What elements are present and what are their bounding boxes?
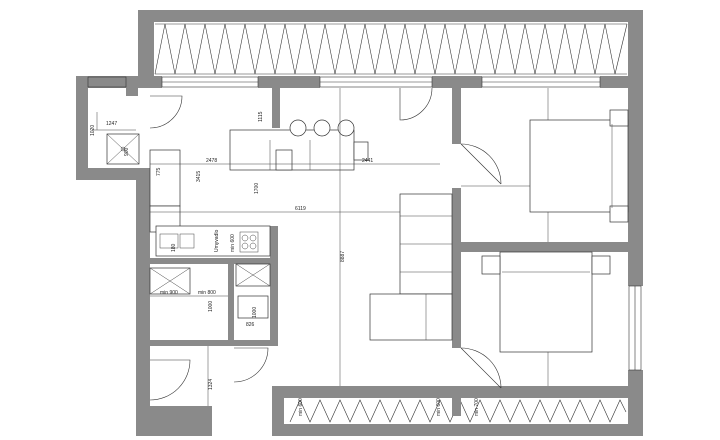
dim-table-span: 2441 <box>362 158 373 164</box>
dim-min-600-c: min 600 <box>436 398 442 416</box>
windows <box>87 76 642 371</box>
dim-min-800: min 800 <box>198 290 216 296</box>
exterior-walls <box>76 76 643 436</box>
dim-island-offset: 1115 <box>258 111 264 122</box>
balcony-bottom-labels: min 600 min 600 min 700 <box>298 398 480 416</box>
dim-kitchen-depth: 3415 <box>196 171 202 182</box>
dim-1000: 1000 <box>208 301 214 312</box>
dim-1324: 1324 <box>208 379 214 390</box>
dim-min-700: min 700 <box>474 398 480 416</box>
dim-min-600-b: min 600 <box>298 398 304 416</box>
label-sink: Umyvadlo <box>214 230 220 252</box>
living-room <box>369 193 453 341</box>
dim-826: 826 <box>246 322 255 328</box>
bedroom-2 <box>481 251 611 353</box>
dim-shower: 900 <box>124 147 130 156</box>
dim-1000b: 1000 <box>252 307 258 318</box>
bathroom: 1247 1020 900 <box>90 112 140 165</box>
bedroom-1 <box>529 109 629 223</box>
dim-counter-depth: 775 <box>156 167 162 176</box>
utility-rooms: min 900 min 800 1000 1000 826 1324 <box>149 263 271 406</box>
dim-bath-width: 1247 <box>106 121 117 127</box>
dim-min-600: min 600 <box>230 234 236 252</box>
balcony <box>138 10 643 76</box>
dim-min-900: min 900 <box>160 290 178 296</box>
dim-overall-width: 6119 <box>295 206 306 212</box>
dim-island-height: 1700 <box>254 183 260 194</box>
dim-kitchen-run: 2478 <box>206 158 217 164</box>
interior-walls <box>148 88 628 416</box>
dim-bath-height: 1020 <box>90 125 96 136</box>
dim-overall-height: 8887 <box>340 251 346 262</box>
kitchen: 180 Umyvadlo min 600 370 1115 775 3415 1… <box>149 111 369 278</box>
dim-unit-180: 180 <box>171 243 177 252</box>
doors <box>149 87 502 401</box>
